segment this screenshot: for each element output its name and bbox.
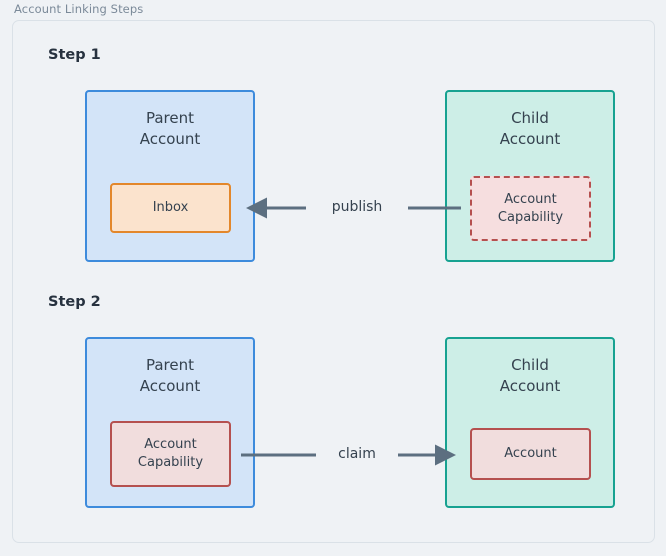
step-1-parent-account-box: Parent Account bbox=[85, 90, 255, 262]
step-1-inbox-box: Inbox bbox=[110, 183, 231, 233]
diagram-frame-title: Account Linking Steps bbox=[14, 2, 144, 16]
step-2-account-box: Account bbox=[470, 428, 591, 480]
step-2-child-account-box: Child Account bbox=[445, 337, 615, 508]
step-1-arrow-label: publish bbox=[306, 199, 408, 215]
step-2-arrow-label: claim bbox=[316, 446, 398, 462]
step-2-label: Step 2 bbox=[48, 294, 101, 310]
diagram-frame-border bbox=[12, 20, 655, 543]
step-1-account-capability-box: Account Capability bbox=[470, 176, 591, 241]
step-1-account-capability-label: Account Capability bbox=[497, 191, 564, 225]
step-1-parent-account-title: Parent Account bbox=[139, 109, 201, 149]
step-2-account-capability-label: Account Capability bbox=[137, 437, 204, 470]
step-1-child-account-title: Child Account bbox=[499, 109, 561, 149]
step-1-label: Step 1 bbox=[48, 47, 101, 63]
step-2-account-capability-box: Account Capability bbox=[110, 421, 231, 487]
step-2-account-label: Account bbox=[504, 446, 557, 462]
step-1-inbox-label: Inbox bbox=[152, 200, 189, 216]
step-2-child-account-title: Child Account bbox=[499, 356, 561, 396]
step-2-parent-account-title: Parent Account bbox=[139, 356, 201, 396]
